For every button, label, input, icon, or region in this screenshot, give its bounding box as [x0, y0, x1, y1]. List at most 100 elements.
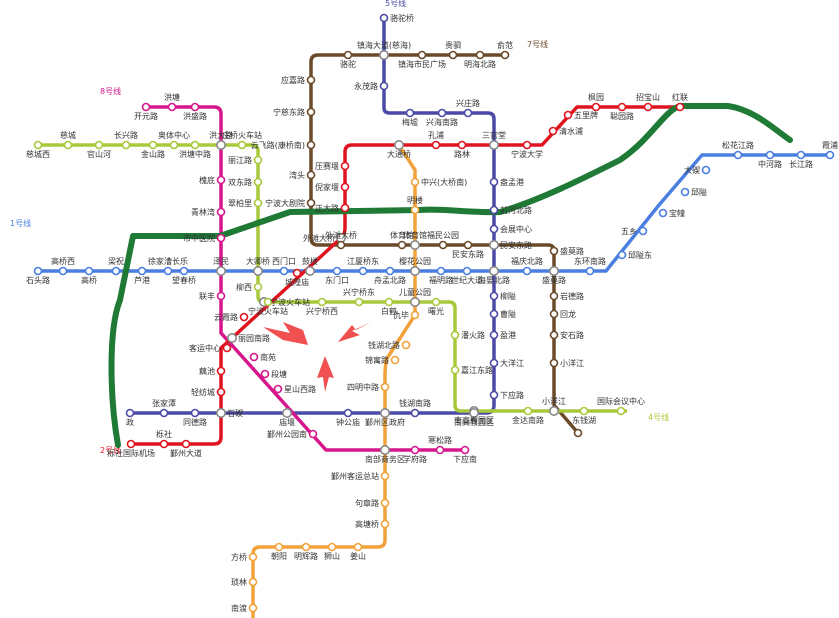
station-dot[interactable] — [489, 358, 499, 368]
station-dot[interactable] — [437, 108, 447, 118]
station-dot[interactable] — [500, 50, 510, 60]
station-dot[interactable] — [522, 140, 532, 150]
station-dot[interactable] — [417, 50, 427, 60]
station-dot[interactable] — [410, 408, 420, 418]
interchange-station[interactable] — [216, 140, 227, 151]
station-dot[interactable] — [563, 110, 573, 120]
station-dot[interactable] — [181, 439, 191, 449]
station-dot[interactable] — [167, 102, 177, 112]
interchange-station[interactable] — [304, 265, 315, 276]
station-dot[interactable] — [549, 358, 559, 368]
station-dot[interactable] — [733, 150, 743, 160]
station-dot[interactable] — [825, 150, 835, 160]
station-dot[interactable] — [380, 519, 390, 529]
station-dot[interactable] — [579, 406, 589, 416]
station-dot[interactable] — [253, 198, 263, 208]
station-dot[interactable] — [385, 266, 395, 276]
station-dot[interactable] — [306, 75, 316, 85]
station-dot[interactable] — [380, 382, 390, 392]
station-dot[interactable] — [675, 102, 685, 112]
station-dot[interactable] — [401, 340, 411, 350]
station-dot[interactable] — [489, 309, 499, 319]
station-dot[interactable] — [306, 140, 316, 150]
interchange-station[interactable] — [548, 265, 559, 276]
interchange-station[interactable] — [488, 265, 499, 276]
station-dot[interactable] — [489, 291, 499, 301]
station-dot[interactable] — [796, 150, 806, 160]
station-dot[interactable] — [327, 542, 337, 552]
interchange-station[interactable] — [227, 332, 238, 343]
station-dot[interactable] — [33, 266, 43, 276]
station-dot[interactable] — [450, 330, 460, 340]
station-dot[interactable] — [306, 170, 316, 180]
station-dot[interactable] — [390, 355, 400, 365]
station-dot[interactable] — [549, 309, 559, 319]
station-dot[interactable] — [523, 406, 533, 416]
station-dot[interactable] — [435, 445, 445, 455]
station-dot[interactable] — [448, 50, 458, 60]
station-dot[interactable] — [489, 390, 499, 400]
station-dot[interactable] — [340, 203, 350, 213]
station-dot[interactable] — [410, 310, 420, 320]
station-dot[interactable] — [84, 266, 94, 276]
station-dot[interactable] — [253, 177, 263, 187]
station-dot[interactable] — [431, 140, 441, 150]
station-dot[interactable] — [489, 330, 499, 340]
station-dot[interactable] — [301, 542, 311, 552]
station-dot[interactable] — [159, 408, 169, 418]
station-dot[interactable] — [549, 330, 559, 340]
station-dot[interactable] — [431, 297, 441, 307]
station-dot[interactable] — [216, 366, 226, 376]
station-dot[interactable] — [340, 161, 350, 171]
station-dot[interactable] — [617, 102, 627, 112]
station-dot[interactable] — [549, 246, 559, 256]
station-dot[interactable] — [354, 297, 364, 307]
station-dot[interactable] — [460, 445, 470, 455]
interchange-station[interactable] — [488, 140, 499, 151]
interchange-station[interactable] — [253, 265, 264, 276]
station-dot[interactable] — [457, 140, 467, 150]
station-dot[interactable] — [216, 291, 226, 301]
interchange-station[interactable] — [216, 265, 227, 276]
station-dot[interactable] — [58, 266, 68, 276]
station-dot[interactable] — [148, 140, 158, 150]
station-dot[interactable] — [111, 266, 121, 276]
station-dot[interactable] — [239, 312, 249, 322]
station-dot[interactable] — [380, 471, 390, 481]
interchange-station[interactable] — [409, 265, 420, 276]
interchange-station[interactable] — [468, 407, 479, 418]
station-dot[interactable] — [380, 498, 390, 508]
station-dot[interactable] — [248, 603, 258, 613]
station-dot[interactable] — [33, 140, 43, 150]
station-dot[interactable] — [680, 187, 690, 197]
station-dot[interactable] — [222, 343, 232, 353]
station-dot[interactable] — [179, 266, 189, 276]
station-dot[interactable] — [384, 297, 394, 307]
station-dot[interactable] — [94, 140, 104, 150]
station-dot[interactable] — [253, 282, 263, 292]
station-dot[interactable] — [548, 126, 558, 136]
station-dot[interactable] — [450, 365, 460, 375]
interchange-station[interactable] — [409, 296, 420, 307]
station-dot[interactable] — [585, 266, 595, 276]
station-dot[interactable] — [332, 266, 342, 276]
station-dot[interactable] — [475, 50, 485, 60]
station-dot[interactable] — [253, 155, 263, 165]
station-dot[interactable] — [462, 266, 472, 276]
station-dot[interactable] — [306, 107, 316, 117]
station-dot[interactable] — [522, 266, 532, 276]
interchange-station[interactable] — [379, 407, 390, 418]
station-dot[interactable] — [249, 352, 259, 362]
station-dot[interactable] — [591, 102, 601, 112]
station-dot[interactable] — [379, 81, 389, 91]
station-dot[interactable] — [190, 140, 200, 150]
station-dot[interactable] — [549, 291, 559, 301]
station-dot[interactable] — [237, 140, 247, 150]
station-dot[interactable] — [463, 108, 473, 118]
station-dot[interactable] — [216, 387, 226, 397]
station-dot[interactable] — [63, 140, 73, 150]
station-dot[interactable] — [260, 369, 270, 379]
station-dot[interactable] — [573, 428, 583, 438]
station-dot[interactable] — [379, 13, 389, 23]
station-dot[interactable] — [617, 250, 627, 260]
